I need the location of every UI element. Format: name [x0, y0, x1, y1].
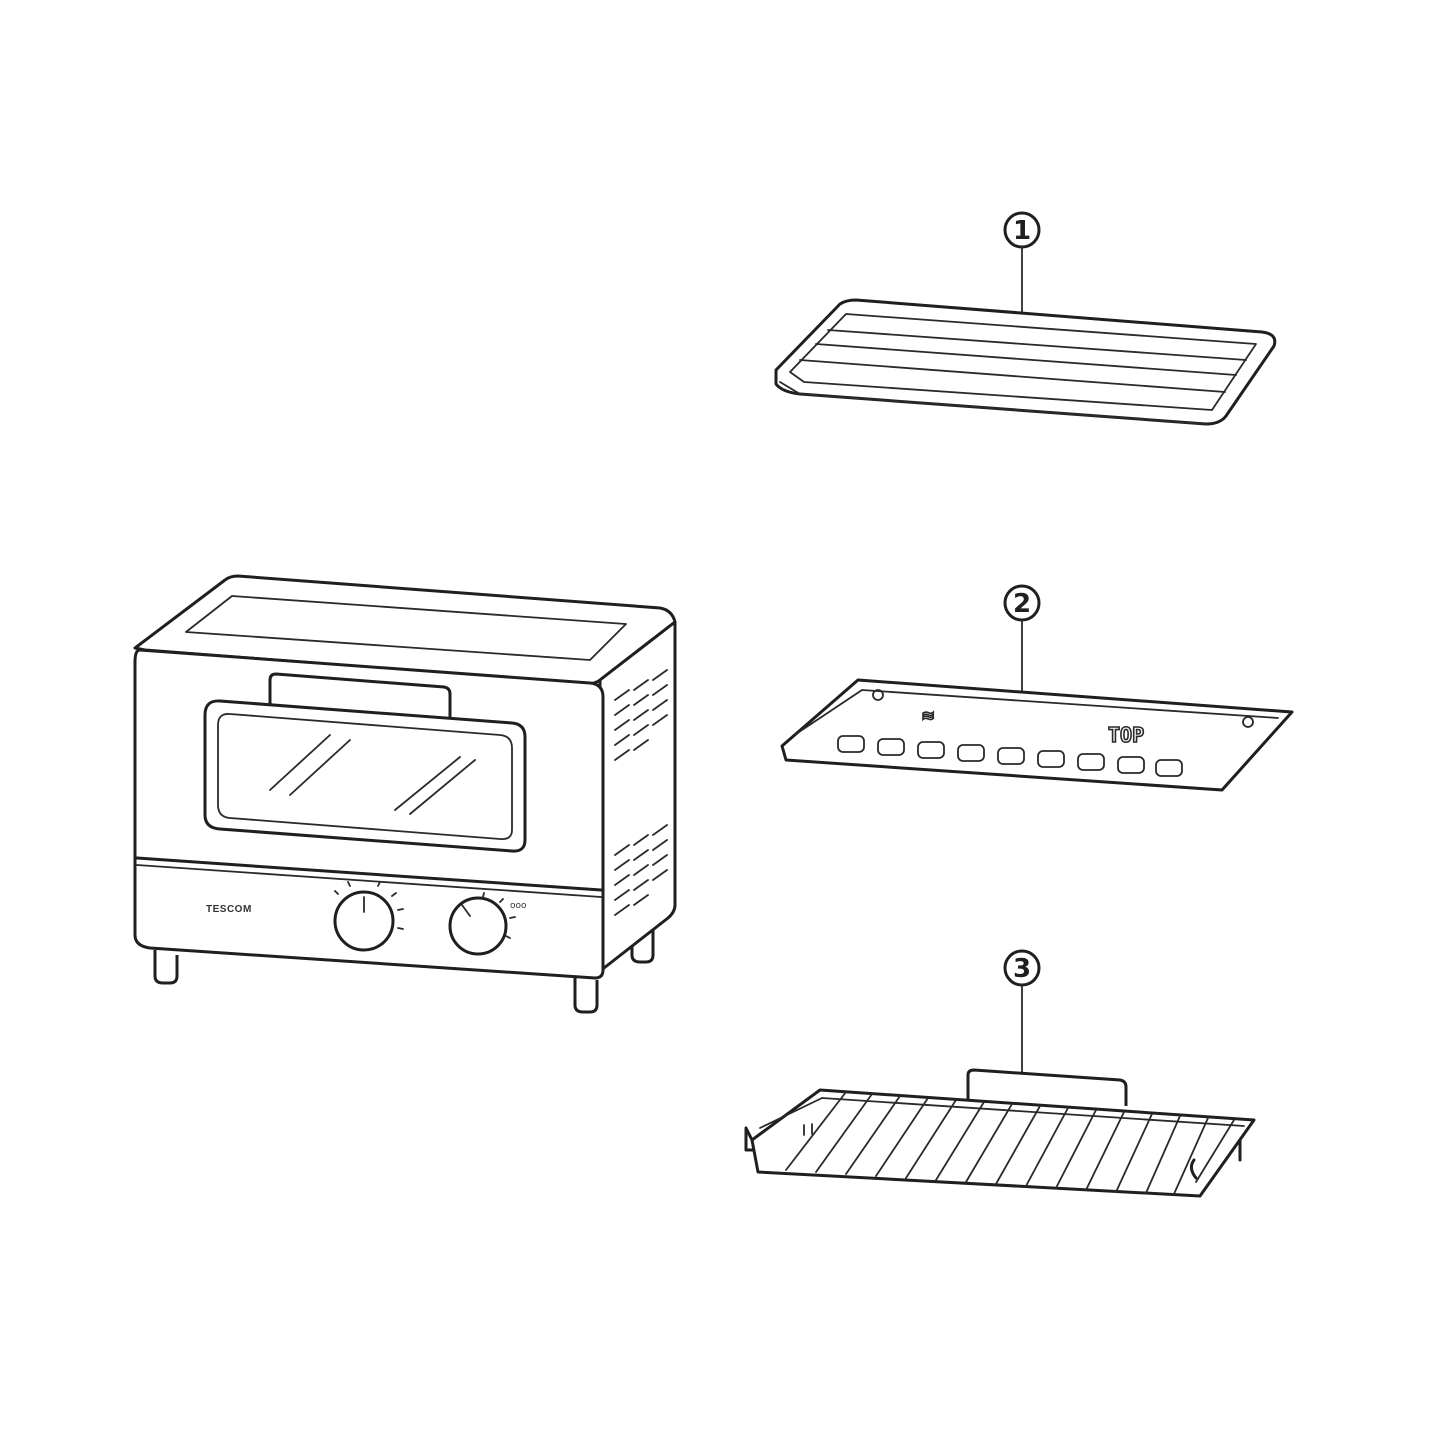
callout-2: 2 [1003, 584, 1041, 706]
oven-side [598, 620, 677, 971]
brand-label: TESCOM [206, 904, 252, 915]
callout-3-number: 3 [1013, 954, 1031, 984]
svg-text:ooo: ooo [510, 901, 527, 911]
temperature-knob [333, 881, 404, 952]
callout-2-number: 2 [1013, 589, 1031, 619]
crumb-tray-slots [837, 735, 1183, 777]
toaster-oven: TESCOM ooo [133, 574, 677, 1014]
callout-3: 3 [1003, 949, 1041, 1076]
callout-1: 1 [1003, 211, 1041, 341]
rack-wires [785, 1091, 1235, 1195]
crumb-tray-top-text: TOP [1108, 723, 1144, 747]
door-window [203, 699, 527, 853]
wire-rack [744, 1068, 1256, 1198]
crumb-tray-embossed-markings: ≈ TOP [921, 702, 1145, 748]
timer-knob: ooo [448, 892, 527, 956]
side-vents [614, 669, 668, 916]
crumb-tray: ≈ TOP [780, 678, 1294, 792]
callout-1-number: 1 [1013, 216, 1031, 246]
svg-text:≈: ≈ [922, 703, 934, 727]
baking-tray [774, 298, 1277, 426]
